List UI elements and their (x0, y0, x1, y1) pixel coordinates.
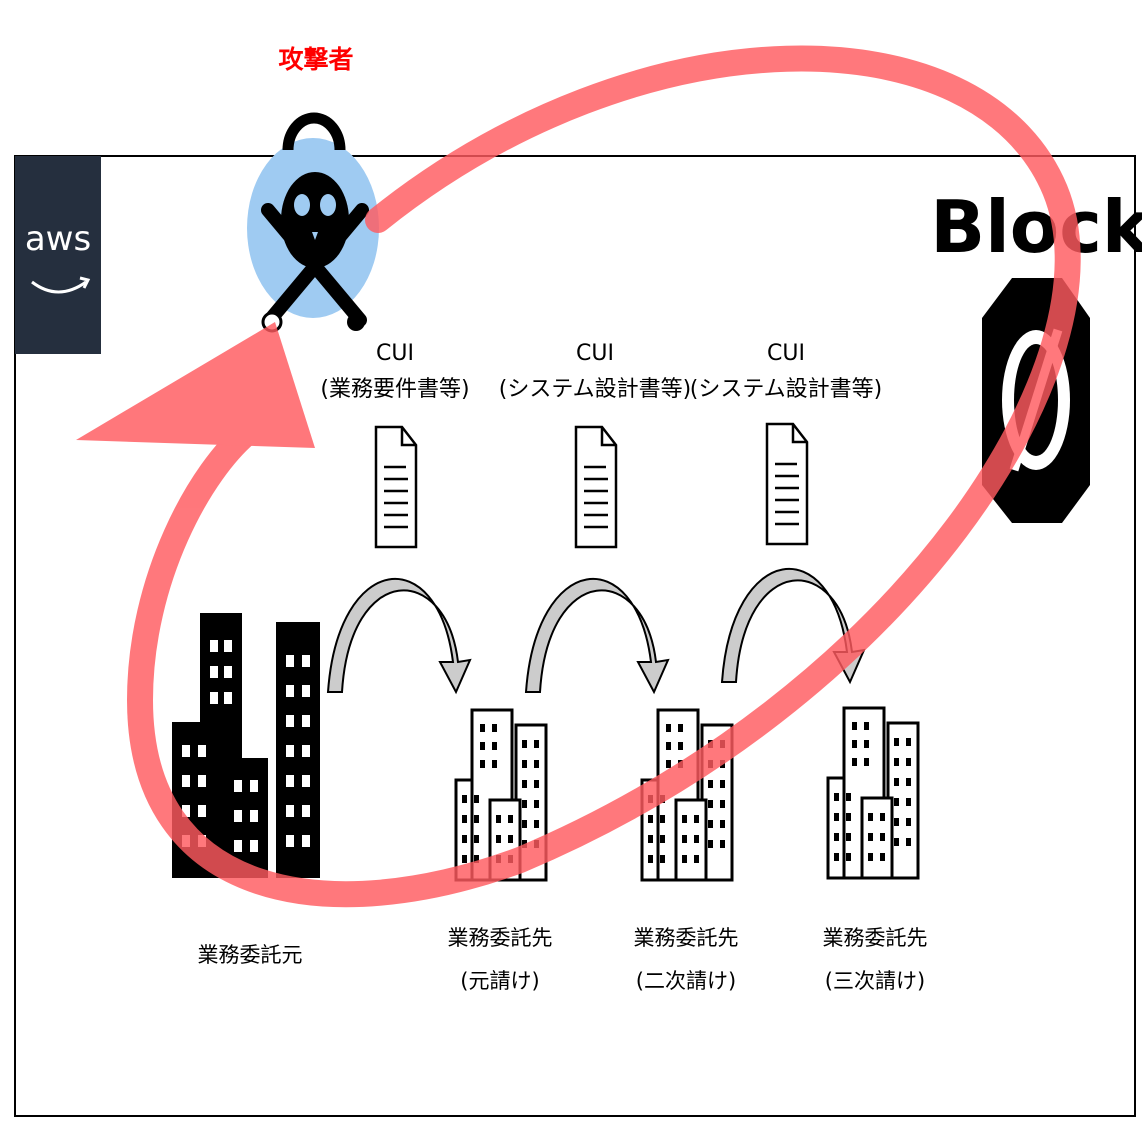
attack-path-arrow (76, 45, 1081, 908)
cui-subtitle: (業務要件書等) (320, 377, 469, 402)
client-building-icon (172, 613, 320, 878)
org-label-primary: 業務委託先 (448, 926, 553, 950)
document-icon (574, 425, 618, 549)
org-label-secondary: 業務委託先 (634, 926, 739, 950)
skull-icon (247, 112, 379, 333)
aws-logo: aws (15, 156, 101, 354)
attacker-label: 攻撃者 (278, 45, 353, 74)
document-icon (765, 422, 809, 546)
org-label-tertiary: 業務委託先 (823, 926, 928, 950)
document-group-2: CUI (システム設計書等) (499, 341, 692, 549)
block-label: Block (930, 185, 1142, 269)
cui-title: CUI (376, 341, 414, 366)
org-sublabel-secondary: (二次請け) (636, 969, 736, 993)
document-group-1: CUI (業務要件書等) (320, 341, 470, 549)
cui-subtitle: (システム設計書等) (690, 377, 883, 402)
document-group-3: CUI (システム設計書等) (690, 341, 883, 546)
org-sublabel-tertiary: (三次請け) (825, 969, 925, 993)
diagram-frame (14, 155, 1136, 1117)
cui-title: CUI (576, 341, 614, 366)
document-icon (374, 425, 418, 549)
org-sublabel-primary: (元請け) (460, 969, 539, 993)
aws-logo-text: aws (25, 219, 91, 259)
cui-subtitle: (システム設計書等) (499, 377, 692, 402)
cui-title: CUI (767, 341, 805, 366)
org-label-client: 業務委託元 (198, 943, 303, 967)
